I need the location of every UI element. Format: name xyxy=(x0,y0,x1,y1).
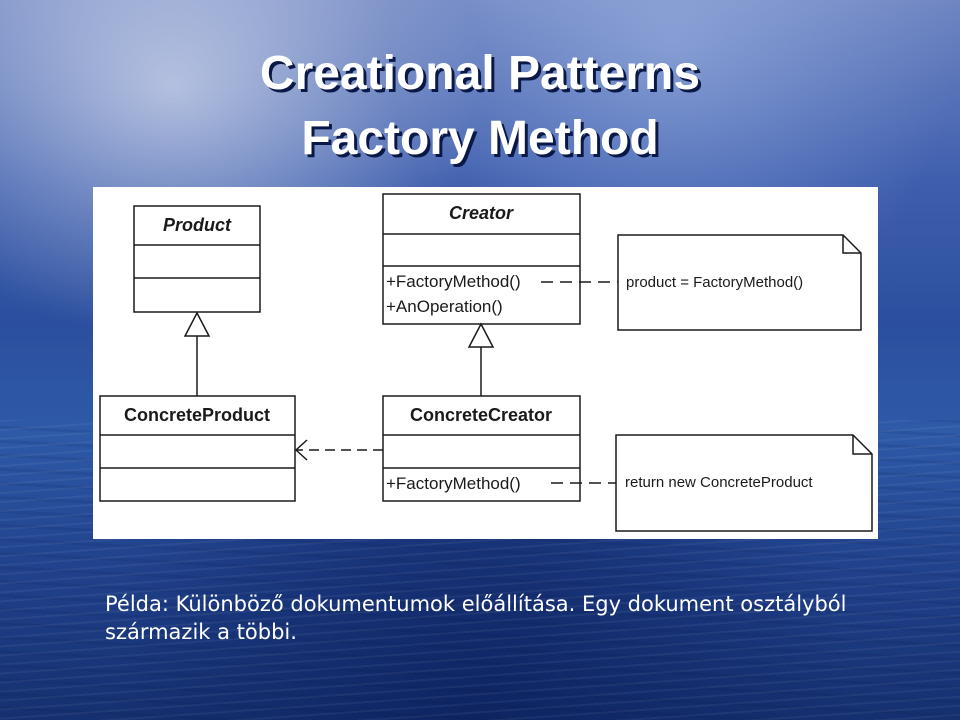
class-concrete-creator: ConcreteCreator +FactoryMethod() xyxy=(382,395,581,502)
class-product-name: Product xyxy=(163,215,232,235)
uml-class-diagram: Product Creator +FactoryMethod() +AnOper… xyxy=(93,187,878,539)
slide-subtitle: Factory Method xyxy=(301,112,659,165)
note-creator-text: product = FactoryMethod() xyxy=(626,274,803,291)
dependency-arrowhead xyxy=(294,439,308,461)
note-concrete-creator: return new ConcreteProduct xyxy=(615,434,873,532)
slide-caption: Példa: Különböző dokumentumok előállítás… xyxy=(105,592,847,644)
slide-title: Creational Patterns xyxy=(259,47,701,100)
inheritance-arrow-creator xyxy=(467,322,495,348)
class-concrete-product: ConcreteProduct xyxy=(99,395,296,502)
class-concrete-product-name: ConcreteProduct xyxy=(124,405,270,425)
creator-operation-factory-method: +FactoryMethod() xyxy=(386,272,521,291)
note-concrete-creator-text: return new ConcreteProduct xyxy=(625,474,813,491)
class-product: Product xyxy=(133,205,261,313)
creator-operation-an-operation: +AnOperation() xyxy=(386,297,503,316)
class-creator: Creator +FactoryMethod() +AnOperation() xyxy=(382,193,581,325)
class-concrete-creator-name: ConcreteCreator xyxy=(410,405,552,425)
note-creator: product = FactoryMethod() xyxy=(617,234,862,331)
class-creator-name: Creator xyxy=(449,203,514,223)
concrete-creator-operation-factory-method: +FactoryMethod() xyxy=(386,474,521,493)
inheritance-arrow-product xyxy=(183,311,211,337)
